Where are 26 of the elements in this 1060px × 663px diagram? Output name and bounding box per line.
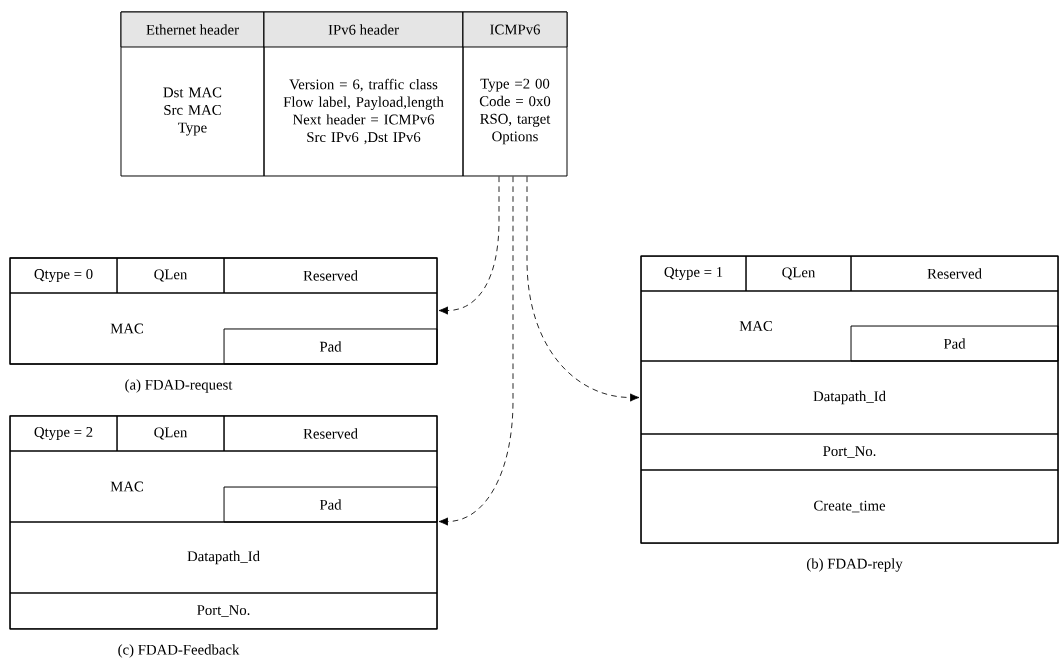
- field-cell: Pad: [223, 486, 438, 523]
- field-cell: Reserved: [223, 257, 438, 294]
- field-cell: Qtype = 1: [640, 255, 747, 292]
- figure-caption: (b) FDAD-reply: [807, 558, 903, 572]
- table-column: Ethernet header Dst MAC Src MAC Type: [120, 11, 265, 177]
- table-column: IPv6 header Version = 6, traffic class Flow label, Payload,length Next header = ICMPv6 Src IPv6 ,Dst IPv6: [263, 11, 464, 177]
- field-cell: Pad: [850, 325, 1059, 362]
- dashed-arrow: [438, 176, 500, 315]
- figure-caption: (a) FDAD-request: [125, 379, 233, 393]
- figure-caption: (c) FDAD-Feedback: [118, 644, 240, 658]
- field-cell: QLen: [116, 257, 225, 294]
- field-cell: Datapath_Id: [640, 360, 1059, 435]
- field-cell: Pad: [223, 328, 438, 365]
- field-cell: Qtype = 2: [9, 415, 118, 452]
- field-cell: Reserved: [850, 255, 1059, 292]
- field-cell: Reserved: [223, 415, 438, 452]
- field-cell: QLen: [116, 415, 225, 452]
- field-cell: QLen: [745, 255, 852, 292]
- field-cell: Datapath_Id: [9, 521, 438, 594]
- field-cell: Port_No.: [9, 592, 438, 630]
- table-column: ICMPv6 Type =2 00 Code = 0x0 RSO, target Options: [462, 11, 568, 177]
- field-cell: Qtype = 0: [9, 257, 118, 294]
- field-cell: Create_time: [640, 469, 1059, 544]
- field-cell: Port_No.: [640, 433, 1059, 471]
- dashed-arrow: [526, 176, 640, 402]
- dashed-arrow: [438, 176, 514, 526]
